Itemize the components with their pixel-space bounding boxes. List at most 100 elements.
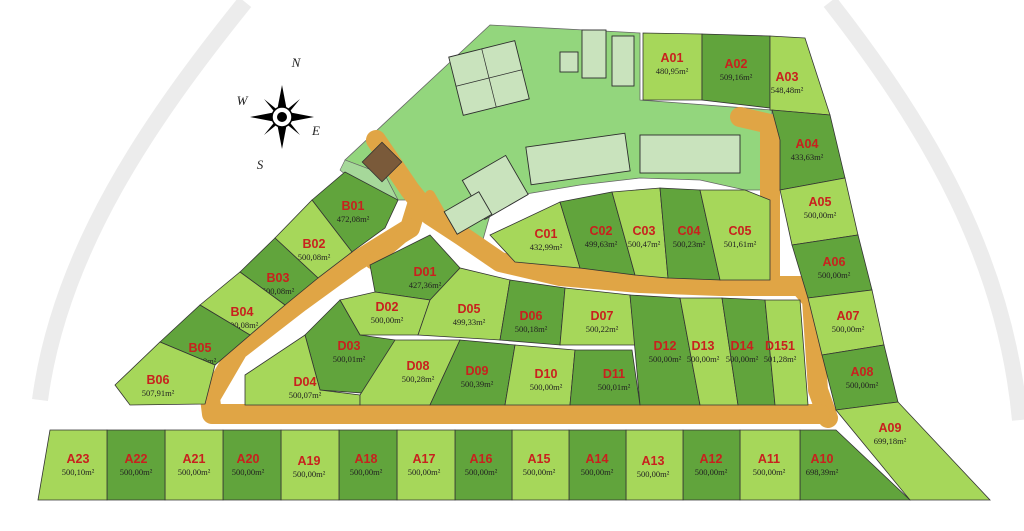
- lot-area-label: 500,00m²: [232, 467, 265, 477]
- lot-code-label: D151: [765, 339, 795, 353]
- lot-area-label: 500,39m²: [461, 379, 494, 389]
- lot-area-label: 500,10m²: [62, 467, 95, 477]
- lot-area-label: 500,00m²: [726, 354, 759, 364]
- lot-area-label: 427,36m²: [409, 280, 442, 290]
- lot-shape[interactable]: [37, 429, 108, 501]
- building-long-icon: [639, 134, 741, 174]
- lot-area-label: 500,00m²: [649, 354, 682, 364]
- lot-area-label: 500,00m²: [581, 467, 614, 477]
- lot-code-label: D10: [535, 367, 558, 381]
- compass-south-label: S: [257, 157, 264, 172]
- lot-area-label: 500,00m²: [523, 467, 556, 477]
- lot-code-label: A11: [758, 452, 780, 466]
- lot-code-label: A15: [528, 452, 551, 466]
- lot-code-label: D03: [338, 339, 361, 353]
- lot-code-label: D09: [466, 364, 489, 378]
- lot-area-label: 500,00m²: [350, 467, 383, 477]
- compass-west-label: W: [237, 93, 249, 108]
- compass-east-label: E: [311, 123, 320, 138]
- lot-shape[interactable]: [359, 339, 461, 406]
- kiosk-icon: [361, 141, 403, 183]
- lot-code-label: A02: [725, 57, 748, 71]
- lot-code-label: A12: [700, 452, 723, 466]
- building-long-icon: [525, 132, 631, 186]
- lot-area-label: 500,00m²: [293, 469, 326, 479]
- lot-area-label: 500,00m²: [846, 380, 879, 390]
- lot-code-label: D12: [654, 339, 677, 353]
- lot-code-label: D11: [603, 367, 625, 381]
- lot-code-label: A08: [851, 365, 874, 379]
- lot-area-label: 499,63m²: [585, 239, 618, 249]
- lot-shape[interactable]: [835, 401, 991, 501]
- lot-code-label: C05: [729, 224, 752, 238]
- lot-code-label: D14: [731, 339, 754, 353]
- lot-code-label: A03: [776, 70, 799, 84]
- building-block-icon: [581, 29, 607, 79]
- lot-code-label: A06: [823, 255, 846, 269]
- lot-shape[interactable]: [114, 341, 216, 406]
- lot-shape[interactable]: [699, 189, 771, 281]
- lot-area-label: 699,18m²: [874, 436, 907, 446]
- lot-code-label: D02: [376, 300, 399, 314]
- lot-area-label: 501,61m²: [724, 239, 757, 249]
- lot-area-label: 507,91m²: [142, 388, 175, 398]
- lot-shape[interactable]: [764, 299, 809, 406]
- lot-area-label: 500,00m²: [695, 467, 728, 477]
- background-arc-left: [32, 0, 252, 402]
- lot-area-label: 500,00m²: [832, 324, 865, 334]
- lot-code-label: A01: [661, 51, 684, 65]
- lot-code-label: A19: [298, 454, 321, 468]
- lot-code-label: D13: [692, 339, 715, 353]
- lot-code-label: D08: [407, 359, 430, 373]
- court-line: [455, 69, 523, 87]
- lot-area-label: 698,39m²: [806, 467, 839, 477]
- building-block-icon: [559, 51, 579, 73]
- lot-shape[interactable]: [701, 33, 771, 109]
- background-arc-right: [823, 0, 1024, 421]
- lot-area-label: 501,28m²: [764, 354, 797, 364]
- lot-code-label: D01: [414, 265, 437, 279]
- lot-code-label: A10: [811, 452, 834, 466]
